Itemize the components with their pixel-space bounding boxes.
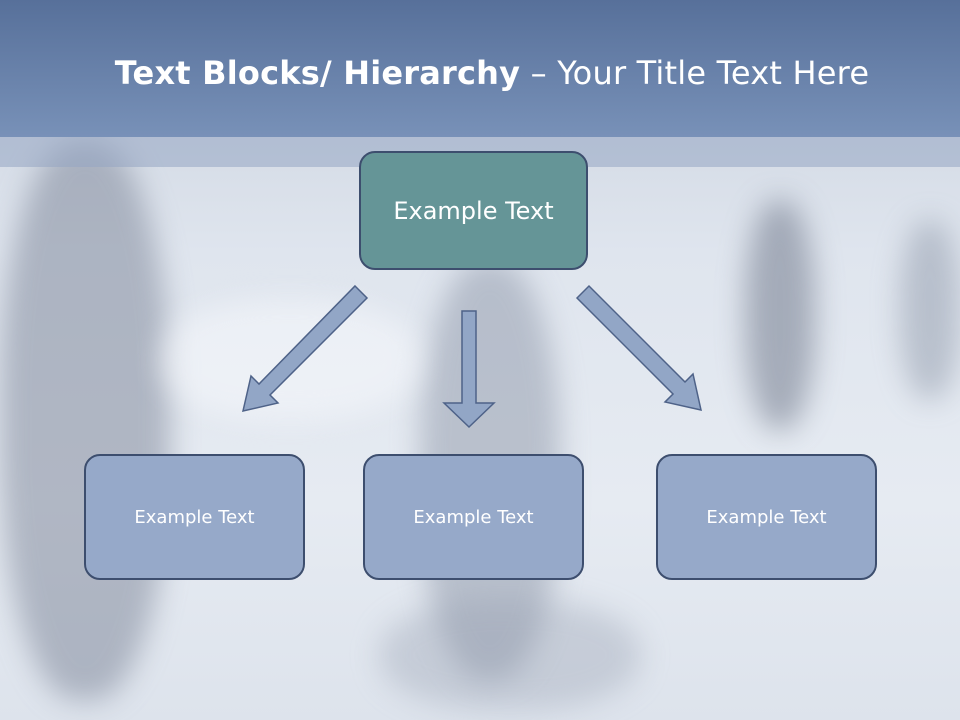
background-photo	[900, 220, 960, 400]
title-bar	[0, 0, 960, 137]
arrow-right	[575, 284, 702, 411]
arrow-left	[242, 284, 369, 412]
slide-title-bold: Text Blocks/ Hierarchy	[114, 54, 521, 92]
child-text-block-label: Example Text	[134, 506, 255, 528]
slide-title: Text Blocks/ Hierarchy – Your Title Text…	[0, 54, 960, 92]
child-text-block-middle: Example Text	[363, 454, 584, 580]
background-photo	[745, 200, 815, 430]
arrow-middle	[442, 310, 496, 429]
root-text-block: Example Text	[359, 151, 588, 270]
background-photo	[380, 600, 640, 710]
background-photo	[0, 140, 170, 700]
child-text-block-label: Example Text	[413, 506, 534, 528]
child-text-block-right: Example Text	[656, 454, 877, 580]
child-text-block-left: Example Text	[84, 454, 305, 580]
slide-title-rest: Your Title Text Here	[557, 54, 870, 92]
slide-title-dash: –	[520, 54, 558, 92]
root-text-block-label: Example Text	[393, 196, 554, 225]
child-text-block-label: Example Text	[706, 506, 827, 528]
